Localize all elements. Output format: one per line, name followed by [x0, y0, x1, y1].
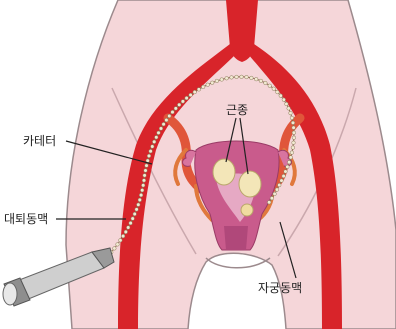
- catheter-bead: [254, 77, 258, 81]
- catheter-bead: [189, 93, 193, 97]
- catheter-bead: [289, 156, 293, 160]
- catheter-bead: [193, 90, 197, 94]
- catheter-bead: [185, 96, 189, 100]
- catheter-bead: [131, 217, 135, 221]
- catheter-bead: [284, 170, 288, 174]
- catheter-bead: [292, 141, 296, 145]
- catheter-bead: [171, 110, 175, 114]
- catheter-bead: [116, 243, 120, 247]
- catheter-bead: [181, 100, 185, 104]
- catheter-bead: [145, 164, 149, 168]
- catheter-bead: [285, 102, 289, 106]
- catheter-bead: [144, 169, 148, 173]
- catheter-bead: [276, 90, 280, 94]
- catheter-bead: [147, 154, 151, 158]
- catheter-bead: [155, 136, 159, 140]
- fibroid-left: [213, 159, 235, 185]
- catheter-bead: [240, 75, 244, 79]
- catheter-bead: [129, 221, 133, 225]
- catheter-bead: [215, 79, 219, 83]
- catheter-bead: [151, 145, 155, 149]
- femoral-artery-label: 대퇴동맥: [4, 212, 48, 226]
- catheter-bead: [157, 131, 161, 135]
- catheter-bead: [152, 140, 156, 144]
- syringe-thumb-rest: [3, 283, 17, 305]
- catheter-bead: [225, 77, 229, 81]
- catheter-bead: [135, 208, 139, 212]
- catheter-bead: [126, 226, 130, 230]
- catheter-bead: [139, 193, 143, 197]
- catheter-bead: [119, 239, 123, 243]
- catheter-bead: [291, 121, 295, 125]
- catheter-bead: [268, 84, 272, 88]
- catheter-bead: [279, 94, 283, 98]
- catheter-bead: [267, 201, 271, 205]
- catheter-bead: [168, 114, 172, 118]
- catheter-bead: [270, 196, 274, 200]
- catheter-bead: [286, 165, 290, 169]
- catheter-bead: [201, 85, 205, 89]
- catheter-bead: [142, 179, 146, 183]
- catheter-bead: [250, 76, 254, 80]
- catheter-bead: [282, 174, 286, 178]
- catheter-bead: [121, 234, 125, 238]
- catheter-bead: [264, 81, 268, 85]
- catheter-bead: [292, 136, 296, 140]
- catheter-bead: [235, 75, 239, 79]
- catheter-bead: [211, 81, 215, 85]
- catheter-bead: [165, 118, 169, 122]
- catheter-bead: [137, 203, 141, 207]
- crotch-curve: [206, 258, 270, 268]
- catheter-bead: [141, 184, 145, 188]
- catheter-bead: [140, 188, 144, 192]
- catheter-bead: [272, 87, 276, 91]
- catheter-bead: [197, 88, 201, 92]
- catheter-bead: [282, 98, 286, 102]
- catheter-bead: [177, 103, 181, 107]
- catheter-bead: [289, 111, 293, 115]
- catheter-bead: [292, 131, 296, 135]
- catheter-bead: [220, 78, 224, 82]
- catheter-label: 카테터: [23, 134, 56, 148]
- catheter-bead: [159, 127, 163, 131]
- catheter-bead: [245, 75, 249, 79]
- catheter-bead: [291, 146, 295, 150]
- catheter-bead: [275, 188, 279, 192]
- catheter-bead: [278, 183, 282, 187]
- catheter-bead: [174, 107, 178, 111]
- catheter-bead: [259, 79, 263, 83]
- fibroid-label: 근종: [226, 103, 248, 117]
- catheter-bead: [287, 107, 291, 111]
- fibroid-small: [241, 204, 253, 216]
- uterine-artery-label: 자궁동맥: [258, 281, 302, 295]
- catheter-bead: [230, 76, 234, 80]
- catheter-bead: [206, 83, 210, 87]
- catheter-bead: [143, 174, 147, 178]
- catheter-bead: [280, 179, 284, 183]
- cervix: [224, 226, 248, 250]
- catheter-bead: [287, 160, 291, 164]
- catheter-bead: [113, 247, 117, 251]
- catheter-bead: [273, 192, 277, 196]
- catheter-bead: [162, 122, 166, 126]
- fibroid-right: [239, 171, 261, 197]
- catheter-bead: [133, 212, 137, 216]
- catheter-bead: [290, 151, 294, 155]
- catheter-bead: [124, 230, 128, 234]
- catheter-bead: [138, 198, 142, 202]
- catheter-bead: [149, 149, 153, 153]
- catheter-bead: [292, 126, 296, 130]
- catheter-bead: [290, 116, 294, 120]
